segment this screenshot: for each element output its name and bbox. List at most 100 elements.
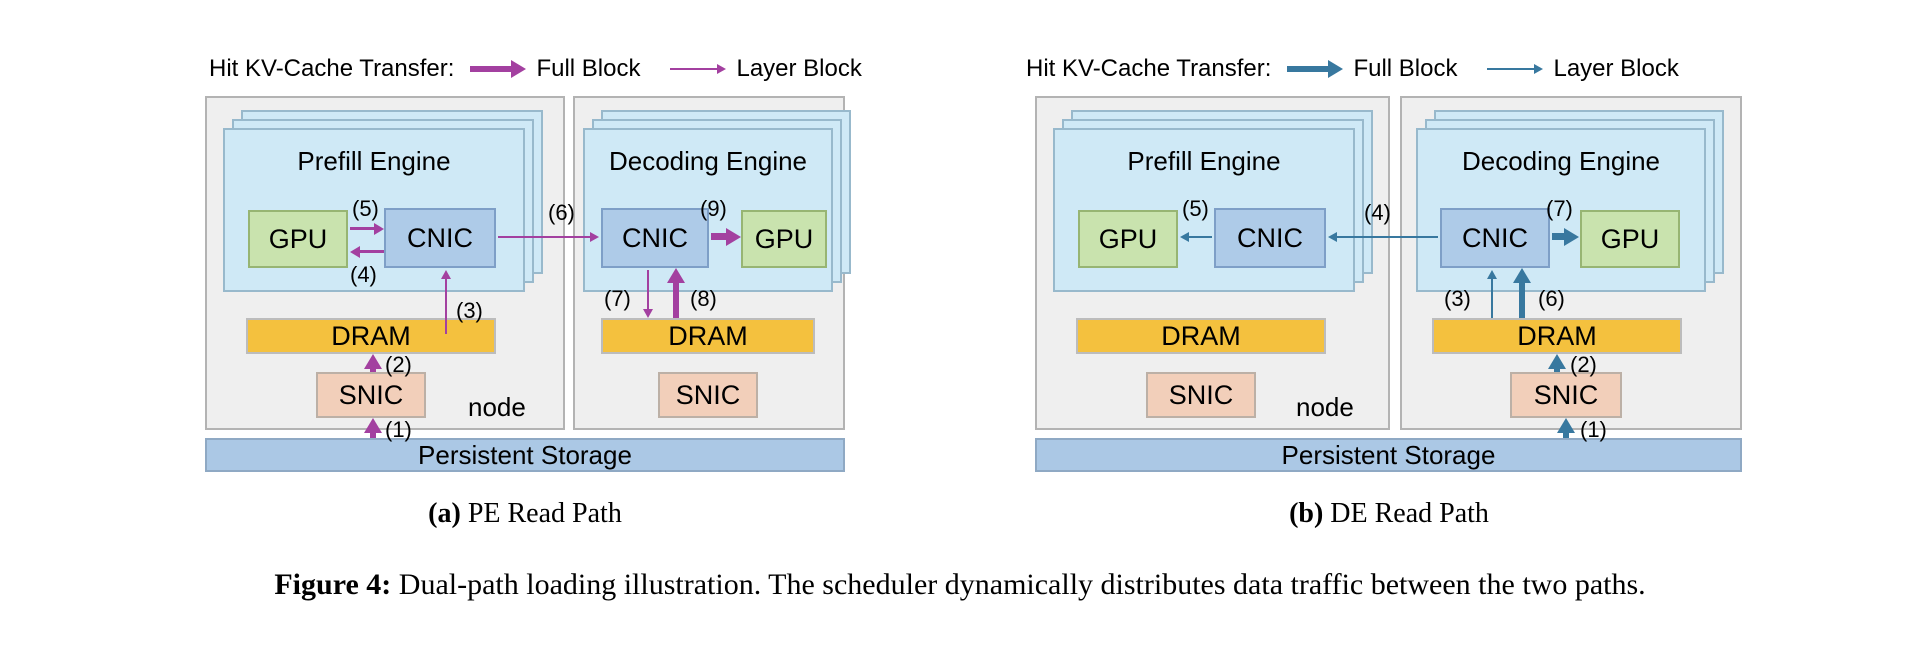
arrowhead-step-9 xyxy=(726,228,741,246)
gpu-label: GPU xyxy=(754,223,814,254)
legend-layer-block-label: Layer Block xyxy=(1553,55,1679,82)
legend-b: Hit KV-Cache Transfer: Full Block Layer … xyxy=(1026,55,1679,83)
step-label-4: (4) xyxy=(1364,200,1391,225)
persistent-storage-bar: Persistent Storage xyxy=(1035,438,1742,472)
dram-box: DRAM xyxy=(601,318,815,354)
layer-block-arrow-icon xyxy=(1487,60,1544,78)
dram-box: DRAM xyxy=(1076,318,1326,354)
step-label-6: (6) xyxy=(1538,286,1565,311)
arrow-step-8 xyxy=(673,282,679,318)
cnic-box: CNIC xyxy=(1440,208,1550,268)
legend-title: Hit KV-Cache Transfer: xyxy=(1026,55,1272,82)
gpu-label: GPU xyxy=(1098,223,1158,254)
layer-block-arrow-icon xyxy=(670,60,727,78)
step-label-6: (6) xyxy=(548,200,575,225)
arrow-step-6 xyxy=(1519,282,1525,318)
arrow-step-1 xyxy=(1563,432,1569,438)
arrowhead-step-4 xyxy=(350,246,360,258)
snic-box: SNIC xyxy=(658,372,758,418)
snic-label: SNIC xyxy=(675,379,741,410)
figure-caption-text: Dual-path loading illustration. The sche… xyxy=(398,568,1646,601)
arrowhead-step-2 xyxy=(364,354,382,369)
step-label-2: (2) xyxy=(385,352,412,377)
legend-title: Hit KV-Cache Transfer: xyxy=(209,55,455,82)
arrowhead-step-3 xyxy=(1487,270,1497,279)
prefill-engine-title: Prefill Engine xyxy=(297,146,451,176)
panel-a-caption-marker: (a) xyxy=(428,498,461,529)
figure-caption: Figure 4: Dual-path loading illustration… xyxy=(0,568,1920,602)
arrow-step-6 xyxy=(498,236,590,238)
arrowhead-step-4 xyxy=(1328,232,1337,242)
dram-label: DRAM xyxy=(668,320,748,351)
arrow-step-1 xyxy=(370,432,376,438)
node-label: node xyxy=(1296,392,1354,422)
legend-full-block-label: Full Block xyxy=(536,55,641,82)
gpu-label: GPU xyxy=(1600,223,1660,254)
snic-box: SNIC xyxy=(1146,372,1256,418)
dram-box: DRAM xyxy=(1432,318,1682,354)
arrow-step-5 xyxy=(1189,236,1212,238)
dram-box: DRAM xyxy=(246,318,496,354)
persistent-storage-bar: Persistent Storage xyxy=(205,438,845,472)
panel-b-caption-text: DE Read Path xyxy=(1330,498,1489,529)
step-label-8: (8) xyxy=(690,286,717,311)
arrowhead-step-7 xyxy=(643,309,653,318)
step-label-9: (9) xyxy=(700,196,727,221)
cnic-box: CNIC xyxy=(1214,208,1326,268)
step-label-5: (5) xyxy=(1182,196,1209,221)
arrow-step-7 xyxy=(1552,233,1565,240)
full-block-arrow-icon xyxy=(470,60,527,78)
arrow-step-9 xyxy=(711,233,726,240)
node-label: node xyxy=(468,392,526,422)
legend-a: Hit KV-Cache Transfer: Full Block Layer … xyxy=(209,55,862,83)
figure-caption-label: Figure 4: xyxy=(274,568,392,601)
snic-label: SNIC xyxy=(1533,379,1599,410)
persistent-storage-label: Persistent Storage xyxy=(418,439,632,470)
gpu-box: GPU xyxy=(741,210,827,268)
cnic-label: CNIC xyxy=(1462,222,1528,253)
cnic-label: CNIC xyxy=(407,222,473,253)
arrow-step-3 xyxy=(1491,279,1493,318)
step-label-1: (1) xyxy=(1580,417,1607,442)
gpu-box: GPU xyxy=(1580,210,1680,268)
arrow-step-2 xyxy=(370,368,376,372)
step-label-4: (4) xyxy=(350,262,377,287)
snic-label: SNIC xyxy=(338,379,404,410)
arrow-step-5 xyxy=(350,227,376,230)
prefill-engine-title: Prefill Engine xyxy=(1127,146,1281,176)
arrowhead-step-3 xyxy=(441,270,451,279)
snic-label: SNIC xyxy=(1168,379,1234,410)
arrow-step-7 xyxy=(647,270,649,309)
arrowhead-step-2 xyxy=(1548,354,1566,369)
dram-label: DRAM xyxy=(1161,320,1241,351)
arrow-step-4 xyxy=(1337,236,1438,238)
cnic-label: CNIC xyxy=(1237,222,1303,253)
snic-box: SNIC xyxy=(1510,372,1622,418)
arrowhead-step-6 xyxy=(590,232,599,242)
arrowhead-step-1 xyxy=(1557,418,1575,433)
decoding-engine-title: Decoding Engine xyxy=(1461,146,1661,176)
step-label-3: (3) xyxy=(1444,286,1471,311)
step-label-7: (7) xyxy=(604,286,631,311)
arrowhead-step-7 xyxy=(1564,228,1579,246)
step-label-2: (2) xyxy=(1570,352,1597,377)
full-block-arrow-icon xyxy=(1287,60,1344,78)
dram-label: DRAM xyxy=(331,320,411,351)
step-label-7: (7) xyxy=(1546,196,1573,221)
arrowhead-step-5 xyxy=(374,223,384,235)
step-label-1: (1) xyxy=(385,417,412,442)
panel-a-caption: (a) PE Read Path xyxy=(428,498,622,530)
arrowhead-step-8 xyxy=(667,268,685,283)
snic-box: SNIC xyxy=(316,372,426,418)
cnic-box: CNIC xyxy=(384,208,496,268)
gpu-label: GPU xyxy=(268,223,328,254)
dram-label: DRAM xyxy=(1517,320,1597,351)
decoding-engine-title: Decoding Engine xyxy=(608,146,808,176)
cnic-box: CNIC xyxy=(601,208,709,268)
cnic-label: CNIC xyxy=(622,222,688,253)
arrowhead-step-1 xyxy=(364,418,382,433)
gpu-box: GPU xyxy=(248,210,348,268)
arrow-step-3 xyxy=(445,279,447,334)
legend-layer-block-label: Layer Block xyxy=(736,55,862,82)
